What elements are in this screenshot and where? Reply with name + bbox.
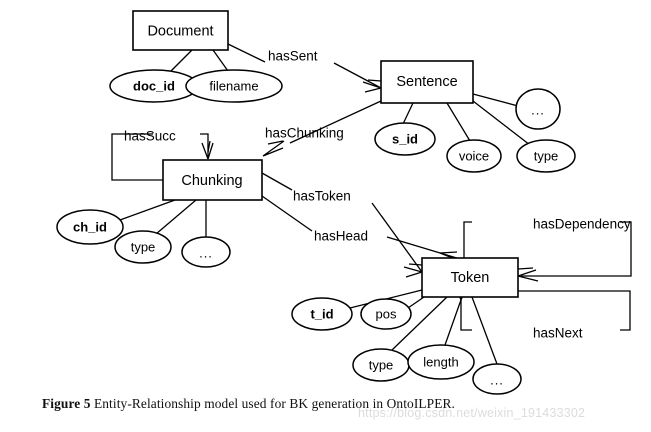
- relationship-hasChunking: hasChunking: [262, 100, 382, 157]
- relationship-hasNext-label: hasNext: [533, 326, 583, 341]
- attribute-sentence-more-label: ...: [531, 102, 545, 117]
- attr-link-doc-id: [169, 49, 193, 73]
- attr-link-voice: [446, 102, 471, 142]
- relationship-hasHead: hasHead: [261, 195, 471, 263]
- relationship-hasDependency-line-top: [463, 221, 472, 258]
- relationship-hasSent-label: hasSent: [268, 49, 318, 64]
- relationship-hasSent-line-left: [227, 43, 266, 63]
- attr-link-s-id: [402, 102, 414, 125]
- entity-document-group: doc_id filename Document: [109, 10, 283, 103]
- entity-token-box[interactable]: [421, 257, 519, 298]
- entity-document-label: Document: [147, 23, 213, 39]
- relationship-hasChunking-label: hasChunking: [265, 126, 344, 141]
- attribute-length-label: length: [423, 354, 458, 369]
- attribute-doc-id-label: doc_id: [133, 78, 175, 93]
- relationship-hasDependency-crowsfoot: [517, 267, 539, 282]
- relationship-hasNext-line-right: [518, 290, 631, 331]
- entity-chunking-group: ch_id type ... hasSucc Chunking: [56, 129, 263, 268]
- attr-link-filename: [212, 49, 229, 72]
- attr-link-pos: [407, 296, 425, 309]
- entity-document-box[interactable]: [132, 10, 229, 51]
- attribute-type-sentence-label: type: [534, 148, 559, 163]
- relationship-hasDependency-line-right: [521, 221, 632, 277]
- relationship-hasDependency-label: hasDependency: [533, 217, 631, 232]
- attribute-length-ellipse: [407, 344, 475, 380]
- relationship-hasNext: hasNext: [454, 282, 631, 341]
- attribute-chunking-more-ellipse: [181, 236, 231, 268]
- entity-chunking-label: Chunking: [181, 173, 242, 189]
- relationship-hasSucc-arrowhead: [201, 140, 214, 160]
- relationship-hasHead-line-left: [261, 195, 313, 232]
- attribute-sentence-more-ellipse: [515, 88, 561, 130]
- attribute-type-token-label: type: [369, 357, 394, 372]
- attribute-filename-label: filename: [209, 78, 258, 93]
- attribute-token-more-label: ...: [490, 372, 504, 387]
- entity-sentence-group: ... s_id voice type Sentence: [374, 60, 576, 173]
- relationship-hasToken-label: hasToken: [293, 189, 351, 204]
- entity-token-group: t_id pos type length ... hasDependency: [291, 217, 632, 395]
- attr-link-length: [444, 296, 463, 346]
- attribute-s-id-label: s_id: [392, 131, 418, 146]
- relationship-hasChunking-line: [289, 100, 382, 144]
- relationship-hasHead-label: hasHead: [314, 229, 368, 244]
- attribute-voice-ellipse: [446, 139, 502, 173]
- relationship-hasDependency: hasDependency: [463, 217, 632, 282]
- relationship-hasToken-line-left: [261, 172, 293, 191]
- entity-chunking-box[interactable]: [162, 159, 263, 201]
- relationship-hasSucc-line-left: [111, 133, 163, 181]
- figure-caption-text: Entity-Relationship model used for BK ge…: [93, 396, 455, 411]
- entity-sentence-label: Sentence: [396, 74, 457, 90]
- entity-sentence-box[interactable]: [380, 60, 474, 104]
- attribute-t-id-label: t_id: [310, 306, 333, 321]
- attribute-s-id-ellipse: [374, 122, 436, 156]
- relationship-hasToken-crowsfoot: [403, 263, 423, 278]
- attr-link-type-chunking: [155, 199, 197, 235]
- attribute-type-chunking-ellipse: [114, 230, 172, 264]
- relationship-hasSent-crowsfoot: [362, 79, 382, 93]
- attr-link-ch-id: [119, 199, 176, 221]
- attribute-pos-ellipse: [360, 298, 412, 330]
- relationship-hasSucc-label: hasSucc: [124, 129, 176, 144]
- relationship-hasChunking-arrowhead: [262, 140, 285, 157]
- relationship-hasToken: hasToken: [261, 172, 423, 278]
- attribute-token-more-ellipse: [472, 363, 522, 395]
- entity-token-label: Token: [451, 270, 490, 286]
- attribute-type-sentence-ellipse: [516, 139, 576, 173]
- attr-link-type-sentence: [472, 100, 531, 146]
- attribute-filename-ellipse: [185, 69, 283, 103]
- attribute-t-id-ellipse: [291, 297, 353, 331]
- attribute-chunking-more-label: ...: [199, 245, 213, 260]
- figure-caption-label: Figure 5: [42, 396, 91, 411]
- attribute-pos-label: pos: [376, 306, 397, 321]
- relationship-hasToken-line-right: [371, 202, 423, 273]
- relationship-hasSent: hasSent: [227, 43, 382, 93]
- attr-link-type-token: [391, 296, 448, 351]
- attribute-ch-id-ellipse: [56, 209, 124, 245]
- relationship-hasSent-line-right: [333, 62, 382, 89]
- attr-link-dots-token: [471, 296, 498, 365]
- relationship-hasSucc: hasSucc: [111, 129, 214, 181]
- figure-caption: Figure 5 Entity-Relationship model used …: [42, 396, 622, 412]
- attribute-type-chunking-label: type: [131, 239, 156, 254]
- attr-link-dots-sentence: [472, 93, 519, 107]
- attribute-voice-label: voice: [459, 148, 489, 163]
- attribute-ch-id-label: ch_id: [73, 219, 107, 234]
- relationship-hasNext-line-left: [460, 300, 472, 331]
